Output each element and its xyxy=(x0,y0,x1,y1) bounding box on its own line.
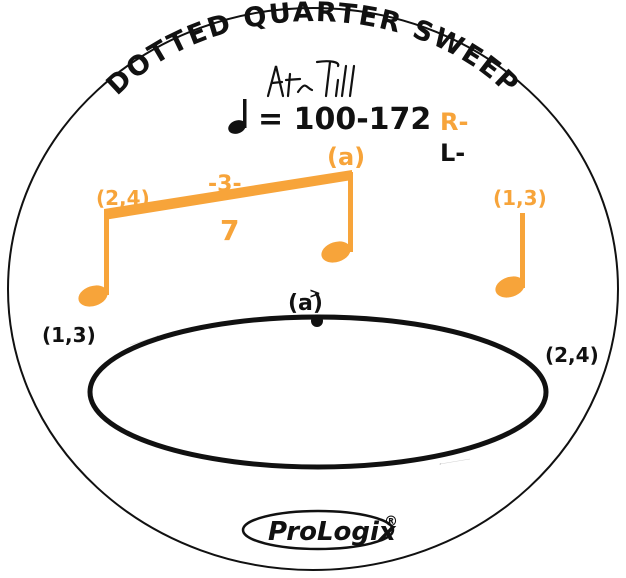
sweep-left-label: (1,3) xyxy=(42,323,96,347)
count-label-1-3: (1,3) xyxy=(493,186,547,210)
signature xyxy=(266,60,356,98)
sweep-top-dot xyxy=(311,315,323,327)
rhythm-notation: (2,4) (a) (1,3) -3- 7 xyxy=(78,143,547,307)
brand-mark: ® xyxy=(384,514,398,530)
brand-name: ProLogix xyxy=(268,517,397,547)
rest-label: 7 xyxy=(220,214,239,247)
note-stem-3 xyxy=(520,213,525,288)
note-stem-1 xyxy=(104,213,109,295)
note-stem-2 xyxy=(348,172,353,252)
note-beam xyxy=(104,170,352,220)
sweep-right-label: (2,4) xyxy=(545,343,599,367)
brand-logo: ProLogix ® xyxy=(241,509,398,551)
note-head-2 xyxy=(321,241,351,263)
tempo-marking: = 100-172 xyxy=(228,99,431,137)
sweep-top-label: (a) xyxy=(288,291,323,316)
right-hand-key: R- xyxy=(440,108,468,136)
sweep-accent: > xyxy=(309,286,321,302)
note-head-1 xyxy=(78,285,108,307)
sweep-path: > (a) (1,3) (2,4) xyxy=(42,286,599,470)
count-label-a: (a) xyxy=(327,143,365,171)
quarter-note-icon xyxy=(228,99,247,134)
tempo-text: = 100-172 xyxy=(258,102,431,137)
triplet-label: -3- xyxy=(208,172,242,197)
outer-circle xyxy=(7,7,619,571)
sweep-arrow-right xyxy=(439,458,471,465)
note-head-3 xyxy=(495,276,525,298)
left-hand-key: L- xyxy=(440,139,465,167)
sweep-arrow-left xyxy=(129,335,159,346)
count-label-2-4: (2,4) xyxy=(96,186,150,210)
